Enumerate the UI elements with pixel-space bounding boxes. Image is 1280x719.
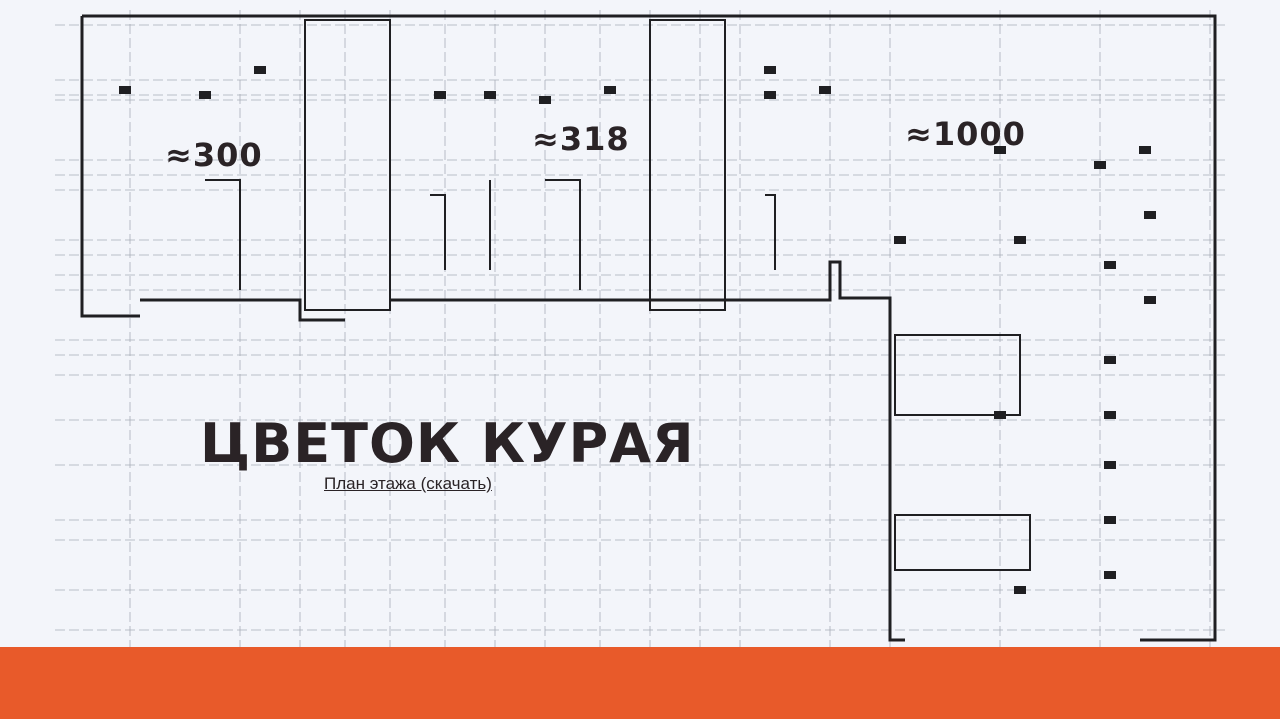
column-pillar [1144, 296, 1156, 304]
unit-area-right: ≈1000 [905, 115, 1026, 153]
column-pillar [119, 86, 131, 94]
column-pillar [1104, 516, 1116, 524]
unit-area-middle: ≈318 [532, 120, 630, 158]
column-pillar [484, 91, 496, 99]
column-pillar [994, 146, 1006, 154]
column-pillar [994, 411, 1006, 419]
column-pillar [199, 91, 211, 99]
column-pillar [1094, 161, 1106, 169]
column-pillar [1144, 211, 1156, 219]
column-pillar [819, 86, 831, 94]
column-pillar [539, 96, 551, 104]
column-pillar [1014, 236, 1026, 244]
accent-footer-bar [0, 647, 1280, 719]
floor-plan-drawing [55, 10, 1225, 647]
column-pillar [254, 66, 266, 74]
floor-plan-download-link[interactable]: План этажа (скачать) [324, 474, 492, 493]
column-pillar [1104, 261, 1116, 269]
column-pillar [764, 66, 776, 74]
column-pillar [764, 91, 776, 99]
column-pillar [604, 86, 616, 94]
column-pillar [434, 91, 446, 99]
unit-area-left: ≈300 [165, 136, 263, 174]
column-pillar [1104, 461, 1116, 469]
column-pillar [1104, 356, 1116, 364]
column-pillar [1014, 586, 1026, 594]
page-title: ЦВЕТОК КУРАЯ [200, 412, 695, 475]
column-pillar [894, 236, 906, 244]
column-pillar [1139, 146, 1151, 154]
column-pillar [1104, 571, 1116, 579]
column-pillar [1104, 411, 1116, 419]
